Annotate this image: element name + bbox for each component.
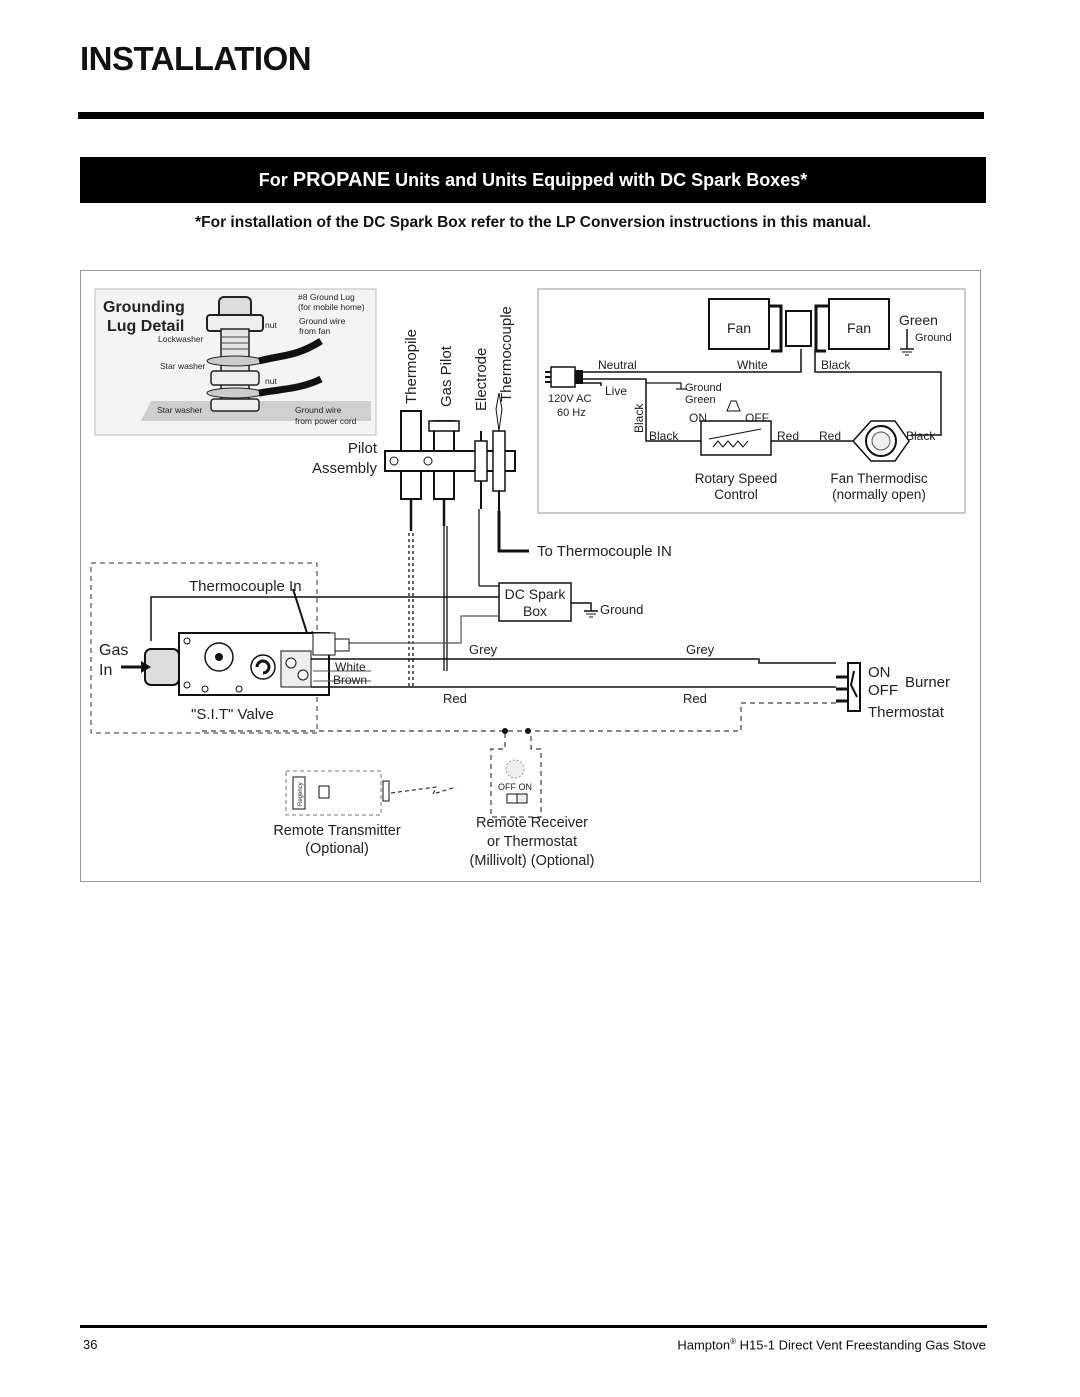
gw-cord-label-2: from power cord [295,416,357,426]
lug-detail-title: Lug Detail [107,318,184,335]
star-washer-label-2: Star washer [157,405,203,415]
to-thermocouple-label: To Thermocouple IN [537,543,672,560]
dc-spark-label-2: Box [523,603,547,619]
dc-spark-box [498,582,572,622]
grey-label-1: Grey [469,642,498,657]
live-label: Live [605,384,627,398]
grounding-lug-detail: Grounding Lug Detail #8 Ground Lug (for … [94,288,377,436]
lockwasher-label: Lockwasher [158,334,204,344]
black-label-top: Black [821,358,851,372]
title-rule [78,112,984,119]
black-label-right: Black [906,429,936,443]
receiver-label-2: or Thermostat [487,834,577,850]
wiring-diagram-svg: Grounding Lug Detail #8 Ground Lug (for … [90,288,966,869]
page-number: 36 [83,1337,98,1352]
thermodisc-label-2: (normally open) [832,487,926,502]
voltage-label: 120V AC [548,393,591,405]
rotary-label-2: Control [714,487,758,502]
grounding-title: Grounding [103,299,185,316]
banner-propane: PROPANE [292,168,391,191]
gw-cord-label-1: Ground wire [295,405,342,415]
rotary-speed-control-icon [700,400,772,456]
red-label-2: Red [819,429,841,443]
red-label-valve-1: Red [443,691,467,706]
ground-wire-cord-icon [258,375,323,397]
white-wire-label: White [335,660,366,674]
pilot-label: Pilot [348,440,378,457]
valve-section: Thermocouple In DC Spark Box Ground [90,562,950,734]
assembly-label: Assembly [312,460,378,477]
red-label-valve-2: Red [683,691,707,706]
rotary-label-1: Rotary Speed [695,471,778,486]
footer-product: Hampton® H15-1 Direct Vent Freestanding … [677,1337,986,1352]
installation-note: *For installation of the DC Spark Box re… [195,214,871,231]
pilot-assembly: Thermopile Gas Pilot Electrode Thermocou… [312,306,516,531]
footer-rule [80,1325,987,1328]
neutral-label: Neutral [598,358,637,372]
switch-off-label: OFF [745,411,769,425]
burner-switch-icon [836,662,861,712]
electrode-label: Electrode [473,348,490,411]
pilot-wires [408,509,529,686]
fan-green-label: Green [899,312,938,328]
banner-post: Units and Units Equipped with DC Spark B… [395,169,808,190]
burner-on-label: ON [868,664,891,681]
burner-off-label: OFF [868,682,898,699]
footer-product-name: H15-1 Direct Vent Freestanding Gas Stove [735,1337,986,1353]
mobile-home-label: (for mobile home) [298,302,365,312]
footer-brand: Hampton [677,1337,731,1353]
white-label: White [737,358,768,372]
green-label-plug: Green [685,394,716,406]
ground-label-plug: Ground [685,382,722,394]
thermodisc-label-1: Fan Thermodisc [830,471,928,486]
transmitter-brand-label: Regency [298,782,304,806]
banner-pre: For [258,169,288,190]
receiver-off-on-label: OFF ON [498,782,532,792]
sit-valve-icon [144,632,350,696]
wiring-diagram: Grounding Lug Detail #8 Ground Lug (for … [80,270,981,882]
remote-section: OFF ON Regency Remote Transmitter (Optio… [273,728,594,869]
black-label-left: Black [649,429,679,443]
grey-label-2: Grey [686,642,715,657]
ground-wire-fan-icon [258,338,323,365]
in-label: In [99,662,112,679]
black-label-vertical: Black [632,403,646,433]
dc-spark-label-1: DC Spark [505,586,567,602]
power-plug-icon [545,366,583,388]
fan-circuit: Fan Fan Green Ground Neutral White Black… [537,288,966,514]
gw-fan-label-2: from fan [299,326,330,336]
ground-lug-bolt-icon [206,296,264,412]
fan-label-1: Fan [727,320,751,336]
brown-wire-label: Brown [333,673,367,687]
fan-label-2: Fan [847,320,871,336]
receiver-label-1: Remote Receiver [476,815,588,831]
lug-label: #8 Ground Lug [298,292,355,302]
gw-fan-label-1: Ground wire [299,316,346,326]
section-banner: For PROPANE Units and Units Equipped wit… [80,157,986,203]
nut-label-bottom: nut [265,376,277,386]
transmitter-label-2: (Optional) [305,841,369,857]
frequency-label: 60 Hz [557,407,586,419]
receiver-label-3: (Millivolt) (Optional) [470,853,595,869]
gas-pilot-label: Gas Pilot [438,345,455,407]
thermocouple-label: Thermocouple [498,306,515,402]
thermostat-label: Thermostat [868,704,945,721]
fan-ground-label: Ground [915,332,952,344]
star-washer-label-1: Star washer [160,361,206,371]
footer-reg: ® [730,1337,736,1346]
nut-label-top: nut [265,320,277,330]
gas-label: Gas [99,642,128,659]
thermopile-label: Thermopile [403,329,420,404]
red-label-1: Red [777,429,799,443]
transmitter-label-1: Remote Transmitter [273,823,400,839]
switch-on-label: ON [689,411,707,425]
page-title: INSTALLATION [80,40,312,77]
thermocouple-in-label: Thermocouple In [189,578,302,595]
spark-ground-label: Ground [600,602,643,617]
fan-thermodisc-icon [851,420,910,462]
burner-label: Burner [905,674,950,691]
sit-valve-label: "S.I.T" Valve [191,706,274,723]
